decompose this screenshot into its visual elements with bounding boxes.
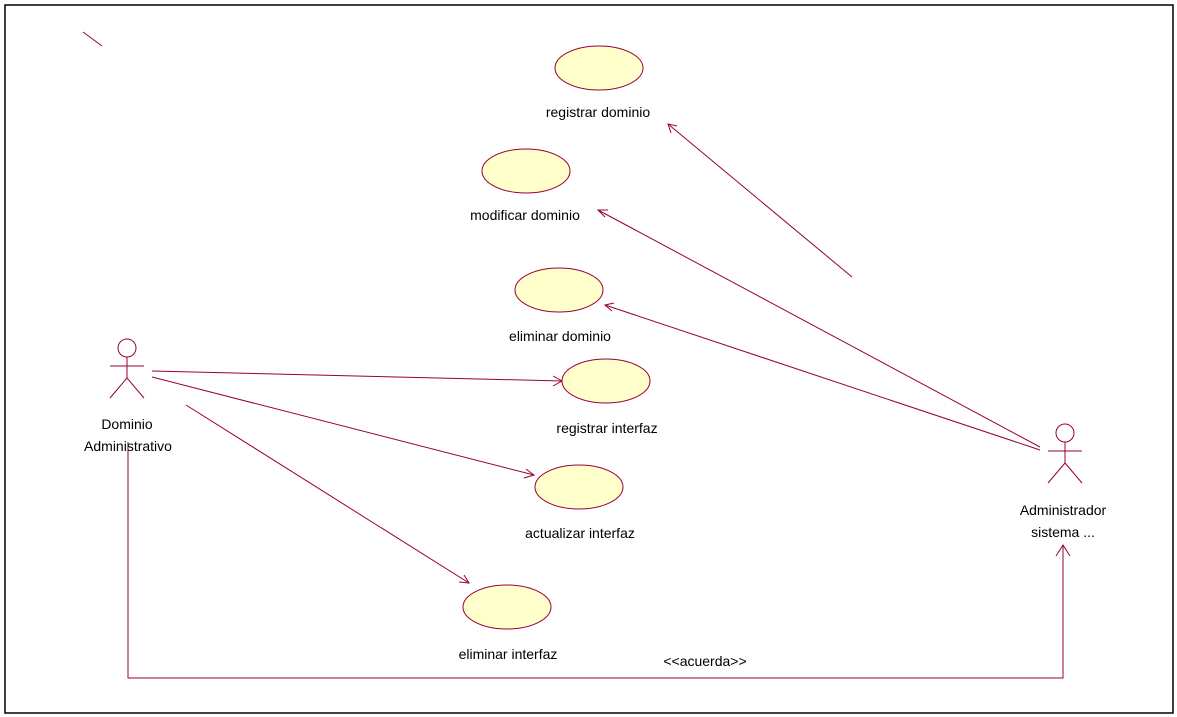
use-case-eliminar-dominio[interactable] (514, 267, 604, 313)
actor-dominio-administrativo[interactable] (109, 338, 145, 399)
actor-administrador-label-line2: sistema ... (1031, 524, 1095, 540)
actor-leg-left (109, 377, 128, 399)
label-eliminar-dominio: eliminar dominio (509, 328, 611, 344)
label-registrar-dominio: registrar dominio (546, 104, 650, 120)
use-case-registrar-dominio[interactable] (554, 45, 644, 91)
label-eliminar-interfaz: eliminar interfaz (459, 646, 558, 662)
actor-dominio-label-line2: Administrativo (84, 438, 172, 454)
actor-leg-right (1064, 462, 1083, 484)
arrowhead-acuerda (1055, 544, 1071, 557)
label-actualizar-interfaz: actualizar interfaz (525, 525, 635, 541)
use-case-modificar-dominio[interactable] (481, 148, 571, 194)
association-dominio-registrar-interfaz[interactable] (151, 370, 563, 382)
arrowhead-actualizar-interfaz (523, 468, 536, 479)
arrowhead-eliminar-interfaz (458, 574, 470, 584)
dependency-acuerda[interactable] (127, 442, 1064, 679)
association-admin-modificar-dominio[interactable] (597, 209, 1041, 448)
label-modificar-dominio: modificar dominio (470, 207, 580, 223)
label-registrar-interfaz: registrar interfaz (556, 420, 657, 436)
association-dominio-eliminar-interfaz[interactable] (185, 404, 470, 584)
use-case-registrar-interfaz[interactable] (561, 358, 651, 404)
arrowhead-registrar-dominio (667, 123, 678, 134)
actor-administrador-sistema[interactable] (1047, 423, 1083, 484)
stray-line (82, 31, 103, 47)
stereotype-acuerda-label: <<acuerda>> (663, 653, 746, 669)
diagram-frame (4, 4, 1174, 714)
use-case-actualizar-interfaz[interactable] (534, 464, 624, 510)
actor-dominio-label-line1: Dominio (101, 416, 153, 432)
actor-administrador-label-line1: Administrador (1020, 502, 1107, 518)
arrowhead-modificar-dominio (596, 209, 608, 218)
actor-head (1055, 423, 1075, 443)
actor-leg-left (1047, 462, 1066, 484)
use-case-eliminar-interfaz[interactable] (462, 584, 552, 630)
actor-leg-right (126, 377, 145, 399)
actor-head (117, 338, 137, 358)
association-admin-registrar-dominio[interactable] (667, 123, 853, 278)
association-dominio-actualizar-interfaz[interactable] (151, 376, 535, 476)
association-admin-eliminar-dominio[interactable] (604, 304, 1041, 451)
arrowhead-eliminar-dominio (603, 302, 615, 312)
